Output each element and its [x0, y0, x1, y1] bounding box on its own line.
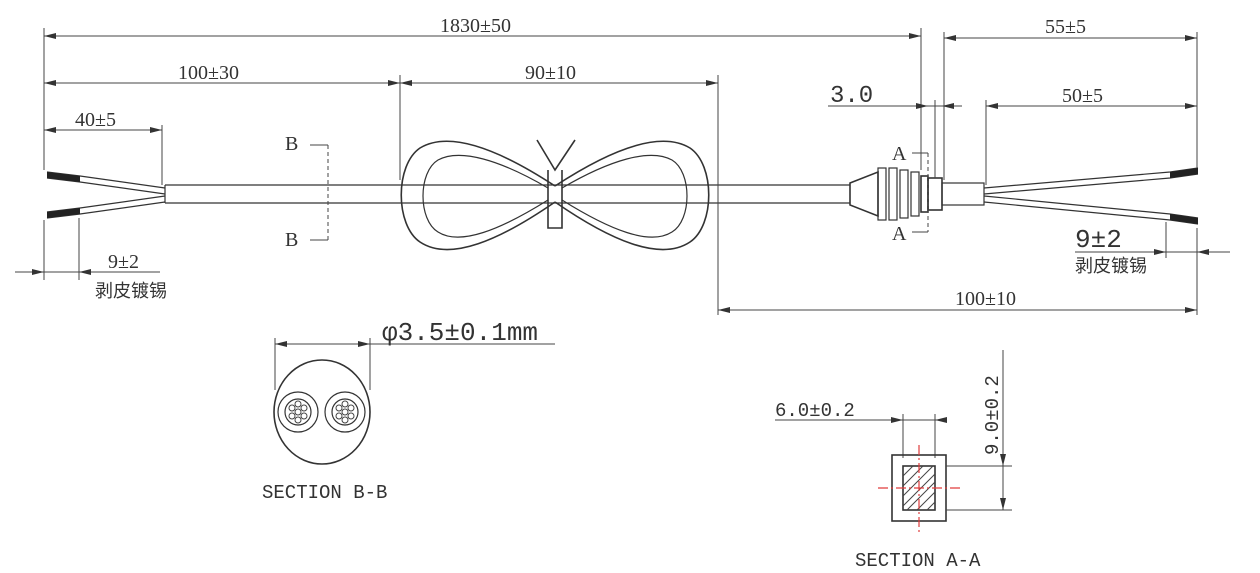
- section-mark-b-top: B: [285, 133, 298, 155]
- dim-coil-length: 90±10: [525, 62, 576, 84]
- twist-tie: [536, 139, 576, 229]
- coil-loop-right: [554, 140, 710, 251]
- section-bb-title: SECTION B-B: [262, 482, 387, 504]
- dim-plate-width: 6.0±0.2: [775, 400, 855, 422]
- dim-plate-thickness: 3.0: [830, 83, 873, 110]
- dim-cable-diameter: φ3.5±0.1mm: [382, 318, 538, 348]
- dim-right-overall: 55±5: [1045, 16, 1086, 38]
- dim-tin-left: 9±2: [108, 251, 139, 273]
- mounting-plate: [927, 177, 943, 211]
- dim-right-strip: 50±5: [1062, 85, 1103, 107]
- section-mark-b-bottom: B: [285, 229, 298, 251]
- left-tin-bottom: [47, 208, 80, 218]
- section-mark-a-top: A: [892, 143, 907, 165]
- coil-loop-left: [400, 140, 556, 251]
- dim-strip-left: 40±5: [75, 109, 116, 131]
- cable-cross-section: [273, 359, 371, 465]
- cable-assembly: [46, 139, 1199, 251]
- right-tin-top: [1170, 168, 1198, 178]
- strain-relief: [849, 167, 985, 221]
- dimensions: 1830±50 100±30 90±10 40±5 9±2 剥皮镀锡 3.0 5…: [15, 15, 1230, 315]
- section-marks: B B A A: [285, 133, 929, 251]
- right-wire-top: [983, 167, 1199, 195]
- left-tin-top: [47, 172, 80, 182]
- dim-overall-length: 1830±50: [440, 15, 511, 37]
- dim-left-section: 100±30: [178, 62, 239, 84]
- right-wire-bottom: [983, 195, 1199, 225]
- coil-loop-left-inner: [422, 154, 549, 238]
- dim-right-section: 100±10: [955, 288, 1016, 310]
- section-mark-a-bottom: A: [892, 223, 907, 245]
- section-a-a: 6.0±0.2 9.0±0.2 SECTION A-A: [775, 350, 1012, 572]
- dim-plate-height: 9.0±0.2: [982, 375, 1004, 455]
- dim-tin-right: 9±2: [1075, 225, 1122, 255]
- coil-loop-right-inner: [561, 154, 688, 238]
- section-b-b: φ3.5±0.1mm SECTION B-B: [262, 318, 555, 504]
- right-tin-bottom: [1170, 214, 1198, 224]
- tin-note-left: 剥皮镀锡: [95, 281, 167, 301]
- section-aa-title: SECTION A-A: [855, 550, 981, 572]
- tin-note-right: 剥皮镀锡: [1075, 256, 1147, 276]
